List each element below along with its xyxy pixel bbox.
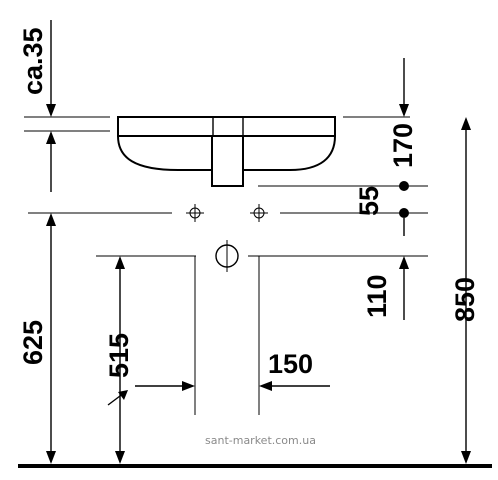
dim-label-drain-offset: 110 <box>362 274 392 318</box>
dim-label-rim-height: 625 <box>18 320 48 365</box>
dim-label-overall-height: 850 <box>450 277 480 322</box>
dim-rim-height: 625 <box>18 213 56 464</box>
basin <box>117 116 336 187</box>
basin-tap-plate <box>212 117 244 136</box>
dim-dot-upper <box>399 181 409 191</box>
dim-label-outlet-spacing: 55 <box>354 186 384 216</box>
dim-drain-height: 515 <box>104 256 134 464</box>
watermark: sant-market.com.ua <box>205 434 316 447</box>
dim-dot-lower <box>399 208 409 218</box>
fixing-holes <box>186 204 268 222</box>
basin-bowl <box>117 135 336 171</box>
dim-label-basin-depth: 170 <box>388 123 418 168</box>
dim-overall-height: 850 <box>450 117 480 464</box>
dim-drain-offset: 110 <box>362 256 409 320</box>
dim-top-gap: ca.35 <box>18 20 56 192</box>
extension-lines <box>24 116 428 415</box>
basin-rim <box>117 116 336 137</box>
dim-basin-depth: 170 <box>388 58 418 191</box>
dim-label-drain-width: 150 <box>268 349 313 379</box>
basin-drain-outlet <box>211 136 244 187</box>
dim-label-drain-height: 515 <box>104 333 134 378</box>
dim-drain-width: 150 <box>135 349 330 391</box>
dim-label-top-gap: ca.35 <box>18 27 48 95</box>
dim-outlet-spacing: 55 <box>354 186 409 236</box>
drain-symbol <box>215 240 239 272</box>
